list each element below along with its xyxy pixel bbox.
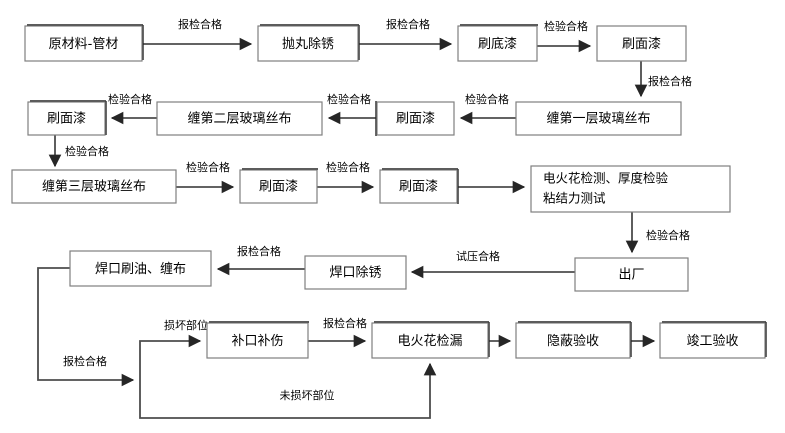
edge-label-e9: 检验合格 (186, 160, 230, 174)
node-label-n2: 抛丸除锈 (282, 37, 334, 52)
edge-n15-branch (37, 267, 135, 387)
edge-label-e15: 报检合格 (63, 354, 107, 368)
nodes-layer: 原材料-管材 抛丸除锈 刷底漆 刷面漆 缠第一层玻璃丝布 (11, 24, 767, 359)
node-spark-thickness-test[interactable]: 电火花检测、厚度检验 粘结力测试 (530, 165, 731, 213)
node-topcoat-5[interactable]: 刷面漆 (379, 168, 459, 204)
node-shot-blasting[interactable]: 抛丸除锈 (257, 24, 360, 62)
node-factory-shipment[interactable]: 出厂 (574, 257, 689, 292)
node-label-n10: 刷面漆 (259, 179, 298, 195)
node-topcoat-4[interactable]: 刷面漆 (239, 168, 318, 204)
node-wrap-layer-1[interactable]: 缠第一层玻璃丝布 (515, 101, 682, 136)
edge-label-e3: 检验合格 (544, 19, 588, 33)
node-label-n9: 缠第三层玻璃丝布 (42, 179, 146, 195)
node-primer-coat[interactable]: 刷底漆 (457, 24, 538, 62)
edges-layer: 报检合格 报检合格 检验合格 报检合格 检验合格 检验合格 检验合格 检验合格 … (37, 17, 692, 419)
node-label-n5: 缠第一层玻璃丝布 (546, 111, 650, 127)
edge-label-e16: 损坏部位 (164, 318, 208, 332)
node-wrap-layer-2[interactable]: 缠第二层玻璃丝布 (156, 101, 323, 136)
node-label-n6: 刷面漆 (396, 111, 435, 127)
node-label-n1: 原材料-管材 (49, 37, 119, 52)
node-weld-oil-wrap[interactable]: 焊口刷油、缠布 (69, 250, 212, 287)
node-weld-derusting[interactable]: 焊口除锈 (304, 255, 407, 290)
edge-label-e5: 检验合格 (465, 92, 509, 106)
node-wrap-layer-3[interactable]: 缠第三层玻璃丝布 (11, 169, 177, 204)
edge-label-e12: 检验合格 (646, 228, 690, 242)
edge-label-e6: 检验合格 (327, 92, 371, 106)
edge-label-e7: 检验合格 (108, 92, 152, 106)
node-topcoat-2[interactable]: 刷面漆 (375, 101, 455, 136)
edge-branch-n17-bypass (139, 362, 437, 419)
node-label-n17: 电火花检漏 (397, 333, 462, 349)
node-label-n12-line2: 粘结力测试 (543, 191, 606, 206)
edge-label-e17: 报检合格 (323, 316, 367, 330)
node-completion-acceptance[interactable]: 竣工验收 (659, 321, 767, 359)
edge-label-e2: 报检合格 (386, 17, 430, 31)
node-label-n19: 竣工验收 (686, 333, 738, 349)
edge-branch-n16 (139, 334, 202, 380)
edge-label-e4: 报检合格 (648, 74, 692, 88)
node-label-n7: 缠第二层玻璃丝布 (187, 111, 291, 127)
node-label-n15: 焊口刷油、缠布 (95, 261, 186, 277)
node-label-n13: 出厂 (618, 268, 644, 283)
node-label-n4: 刷面漆 (622, 36, 661, 52)
node-label-n18: 隐蔽验收 (547, 333, 599, 349)
edge-label-e13: 试压合格 (456, 249, 500, 263)
node-spark-leak-test[interactable]: 电火花检漏 (371, 321, 490, 359)
edge-label-e8: 检验合格 (65, 144, 109, 158)
node-label-n3: 刷底漆 (478, 36, 517, 52)
edge-label-e20: 未损坏部位 (280, 388, 335, 402)
node-concealed-acceptance[interactable]: 隐蔽验收 (515, 321, 632, 359)
node-topcoat-1[interactable]: 刷面漆 (596, 25, 687, 62)
edge-label-e10: 检验合格 (326, 160, 370, 174)
edge-label-e1: 报检合格 (178, 17, 222, 31)
node-label-n11: 刷面漆 (399, 179, 438, 195)
node-label-n8: 刷面漆 (47, 111, 86, 127)
node-joint-repair[interactable]: 补口补伤 (206, 321, 309, 359)
node-label-n12-line1: 电火花检测、厚度检验 (543, 171, 669, 186)
node-label-n16: 补口补伤 (231, 334, 283, 349)
node-topcoat-3[interactable]: 刷面漆 (27, 100, 107, 136)
node-raw-material[interactable]: 原材料-管材 (24, 24, 144, 62)
edge-label-e14: 报检合格 (237, 244, 281, 258)
node-label-n14: 焊口除锈 (329, 265, 381, 281)
